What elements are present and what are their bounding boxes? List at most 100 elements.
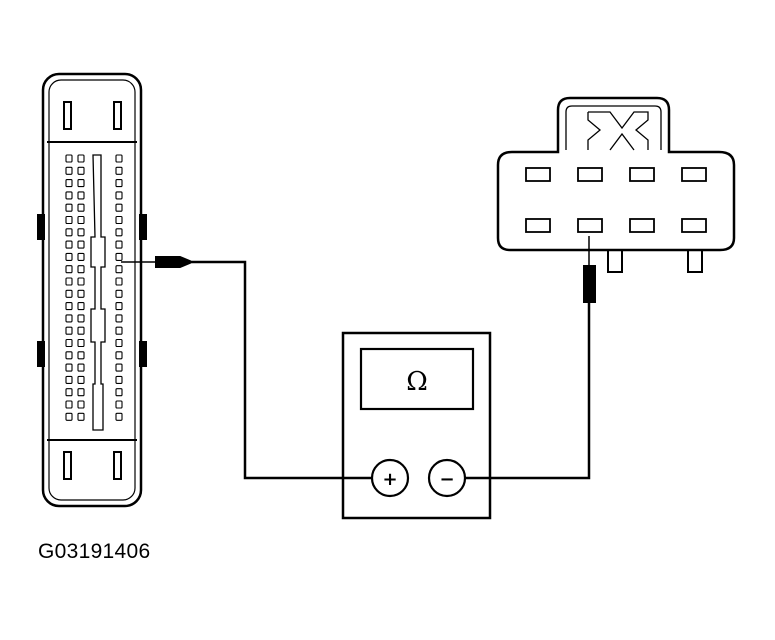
- pin-cavity: [77, 203, 85, 212]
- pin-cavity: [77, 154, 85, 163]
- pin-cavity: [65, 351, 73, 360]
- probe-body: [155, 256, 195, 268]
- connector-lock-outline: [565, 105, 662, 150]
- terminal-slot: [525, 167, 551, 182]
- negative-sign: −: [439, 469, 454, 490]
- pin-cavity: [65, 289, 73, 298]
- terminal-row: [525, 167, 707, 233]
- pin-cavity: [115, 338, 123, 348]
- component-connector: [496, 96, 736, 273]
- pin-cavity: [77, 252, 85, 261]
- pin-cavity: [77, 179, 85, 188]
- pin-cavity: [115, 166, 123, 175]
- pin-cavity: [65, 252, 73, 261]
- latch-slot: [63, 451, 72, 480]
- terminal-slot: [525, 218, 551, 233]
- pin-cavity: [77, 363, 85, 372]
- pin-cavity: [77, 375, 85, 384]
- pin-cavity: [115, 375, 123, 384]
- connector-foot: [687, 250, 703, 273]
- connector-housing: [41, 72, 143, 508]
- pin-cavity: [77, 265, 85, 274]
- pin-cavity: [77, 277, 85, 286]
- pin-cavity: [77, 412, 85, 421]
- side-tab: [37, 341, 45, 367]
- test-leads: [121, 236, 596, 480]
- side-tab: [139, 214, 147, 240]
- pin-cavity: [65, 215, 73, 225]
- pin-cavity: [115, 228, 123, 237]
- pin-cavity: [115, 203, 123, 212]
- negative-lead-wire: [465, 302, 591, 480]
- pin-cavity: [115, 412, 123, 421]
- pin-cavity: [77, 338, 85, 348]
- ohmmeter: [341, 331, 492, 520]
- pin-cavity: [65, 400, 73, 409]
- positive-sign: +: [382, 469, 397, 490]
- pin-cavity: [65, 326, 73, 335]
- pin-cavity: [77, 351, 85, 360]
- pin-cavity: [65, 375, 73, 384]
- pin-cavity: [115, 252, 123, 261]
- pin-cavity: [115, 277, 123, 286]
- connector-foot: [607, 250, 623, 273]
- latch-slot: [63, 101, 72, 130]
- latch-slot: [113, 451, 122, 480]
- pin-cavity: [115, 302, 123, 311]
- pin-cavity: [65, 314, 73, 323]
- pin-cavity: [65, 191, 73, 200]
- side-tab: [37, 214, 45, 240]
- terminal-slot: [577, 167, 603, 182]
- connector-key-rail: [90, 154, 106, 431]
- terminal-slot: [681, 167, 707, 182]
- terminal-slot: [629, 167, 655, 182]
- pin-cavity: [65, 338, 73, 348]
- pin-cavity: [115, 215, 123, 225]
- pin-cavity: [115, 351, 123, 360]
- pin-cavity: [65, 277, 73, 286]
- pin-cavity: [115, 265, 123, 274]
- pin-cavity: [77, 326, 85, 335]
- pin-cavity: [65, 203, 73, 212]
- probe-body: [583, 265, 596, 303]
- pin-cavity: [77, 191, 85, 200]
- pin-cavity: [115, 154, 123, 163]
- pin-cavity: [77, 314, 85, 323]
- pin-cavity: [115, 289, 123, 298]
- pin-cavity: [65, 166, 73, 175]
- latch-slot: [113, 101, 122, 130]
- side-tab: [139, 341, 147, 367]
- pin-cavity: [115, 388, 123, 397]
- pin-cavity: [65, 388, 73, 397]
- positive-lead-wire: [192, 260, 372, 480]
- pin-cavity: [65, 240, 73, 249]
- figure-id-label: G03191406: [38, 540, 151, 563]
- pin-cavity: [65, 154, 73, 163]
- pin-cavity: [77, 289, 85, 298]
- pin-cavity: [77, 166, 85, 175]
- pin-cavity: [77, 302, 85, 311]
- meter-body: [341, 331, 492, 520]
- pin-cavities: [65, 154, 123, 421]
- pin-cavity: [65, 265, 73, 274]
- pin-cavity: [77, 240, 85, 249]
- pin-cavity: [115, 191, 123, 200]
- pin-cavity: [65, 412, 73, 421]
- meter-display: [359, 347, 475, 411]
- pin-cavity: [77, 400, 85, 409]
- pin-cavity: [65, 363, 73, 372]
- terminal-slot: [629, 218, 655, 233]
- pin-cavity: [115, 314, 123, 323]
- pin-cavity: [77, 388, 85, 397]
- pin-cavity: [115, 179, 123, 188]
- terminal-slot: [681, 218, 707, 233]
- pin-cavity: [115, 400, 123, 409]
- pin-cavity: [65, 179, 73, 188]
- pin-cavity: [77, 228, 85, 237]
- ohm-symbol: Ω: [406, 367, 428, 397]
- pin-cavity: [65, 228, 73, 237]
- pin-cavity: [65, 302, 73, 311]
- connector-housing-inner: [48, 79, 136, 501]
- pin-cavity: [115, 240, 123, 249]
